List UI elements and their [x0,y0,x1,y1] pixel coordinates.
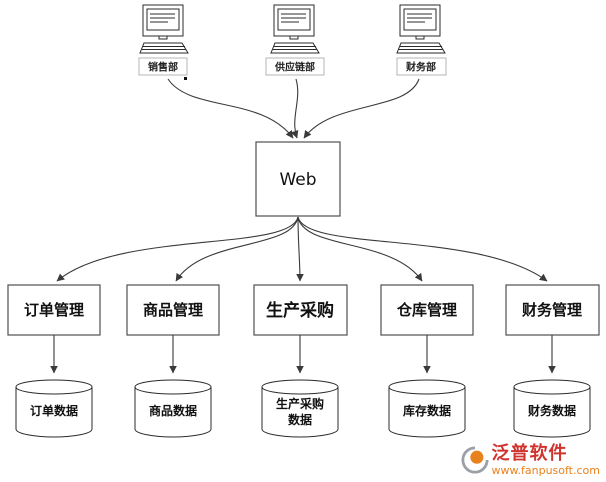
module-label: 商品管理 [143,301,203,319]
watermark-brand: 泛普软件 [491,443,568,464]
module-box-production: 生产采购 [253,284,348,336]
connector-web-to-production [296,216,304,282]
watermark: 泛普软件 www.fanpusoft.com [461,444,600,477]
module-box-finance: 财务管理 [505,284,600,336]
connector-web-to-order [56,216,299,282]
module-label: 财务管理 [522,301,582,319]
department-label-text: 供应链部 [274,61,315,74]
database-label: 财务数据 [527,403,576,418]
department-label: 供应链部 [265,57,325,76]
module-label: 仓库管理 [396,301,457,319]
connector-finance-to-web [303,78,420,139]
computer-icon [396,4,446,54]
database-cylinder-finance: 财务数据 [513,379,591,438]
database-cylinder-warehouse: 库存数据 [388,379,466,438]
department-label-text: 销售部 [148,61,178,74]
web-hub-label: Web [279,170,316,190]
database-label-line2: 数据 [288,412,312,427]
database-cylinder-production: 生产采购 数据 [261,379,339,438]
module-box-order: 订单管理 [7,284,101,336]
database-label: 订单数据 [30,403,78,418]
computer-icon [270,4,320,54]
department-label: 销售部 [138,57,188,76]
computer-icon [139,4,189,54]
department-label-text: 财务部 [405,61,436,74]
database-label: 商品数据 [149,403,197,418]
department-label: 财务部 [396,57,447,76]
watermark-url: www.fanpusoft.com [491,464,600,477]
web-hub-node: Web [255,141,341,217]
module-box-product: 商品管理 [126,284,220,336]
fanpu-logo-icon [461,446,489,474]
module-label: 订单管理 [24,301,84,319]
database-label: 库存数据 [403,403,451,418]
database-cylinder-product: 商品数据 [134,379,212,438]
database-cylinder-order: 订单数据 [15,379,93,438]
connector-supply-to-web [291,78,299,139]
stray-dot [184,77,187,80]
connector-sales-to-web [167,78,294,139]
connector-web-to-product [175,216,299,282]
module-label: 生产采购 [266,300,334,321]
module-box-warehouse: 仓库管理 [380,284,474,336]
connector-web-to-finance [297,216,548,282]
connector-web-to-warehouse [297,216,423,282]
database-label-line1: 生产采购 [276,396,324,411]
